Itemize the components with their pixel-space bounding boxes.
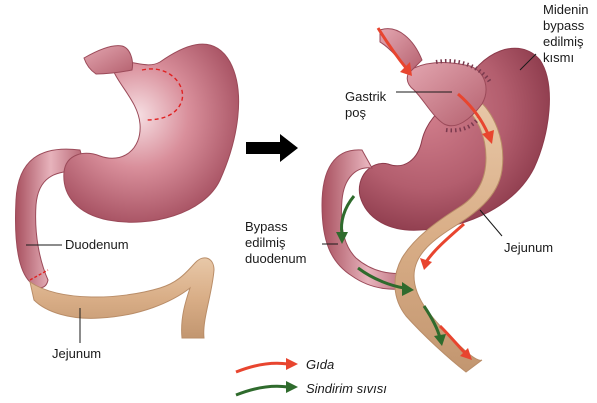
bypassed-stomach-label: Midenin bypass edilmiş kısmı	[543, 2, 592, 65]
gastric-pouch-label: Gastrik poş	[345, 89, 390, 120]
legend-fluid-arrow-icon	[236, 381, 298, 395]
jejunum-left-label: Jejunum	[52, 346, 101, 361]
transition-arrow	[246, 134, 298, 162]
left-esophagus	[84, 46, 133, 74]
right-esophagus	[380, 29, 422, 72]
duodenum-label: Duodenum	[65, 237, 129, 252]
bypass-anatomy	[322, 28, 549, 372]
left-stomach	[64, 44, 239, 222]
normal-anatomy	[16, 44, 239, 338]
bypassed-duodenum-label: Bypass edilmiş duodenum	[245, 219, 306, 266]
jejunum-right-leader	[480, 210, 502, 236]
legend: Gıda Sindirim sıvısı	[236, 357, 387, 396]
legend-fluid-label: Sindirim sıvısı	[306, 381, 387, 396]
left-jejunum	[30, 258, 214, 338]
legend-food-arrow-icon	[236, 358, 298, 372]
jejunum-right-label: Jejunum	[504, 240, 553, 255]
legend-food-label: Gıda	[306, 357, 334, 372]
